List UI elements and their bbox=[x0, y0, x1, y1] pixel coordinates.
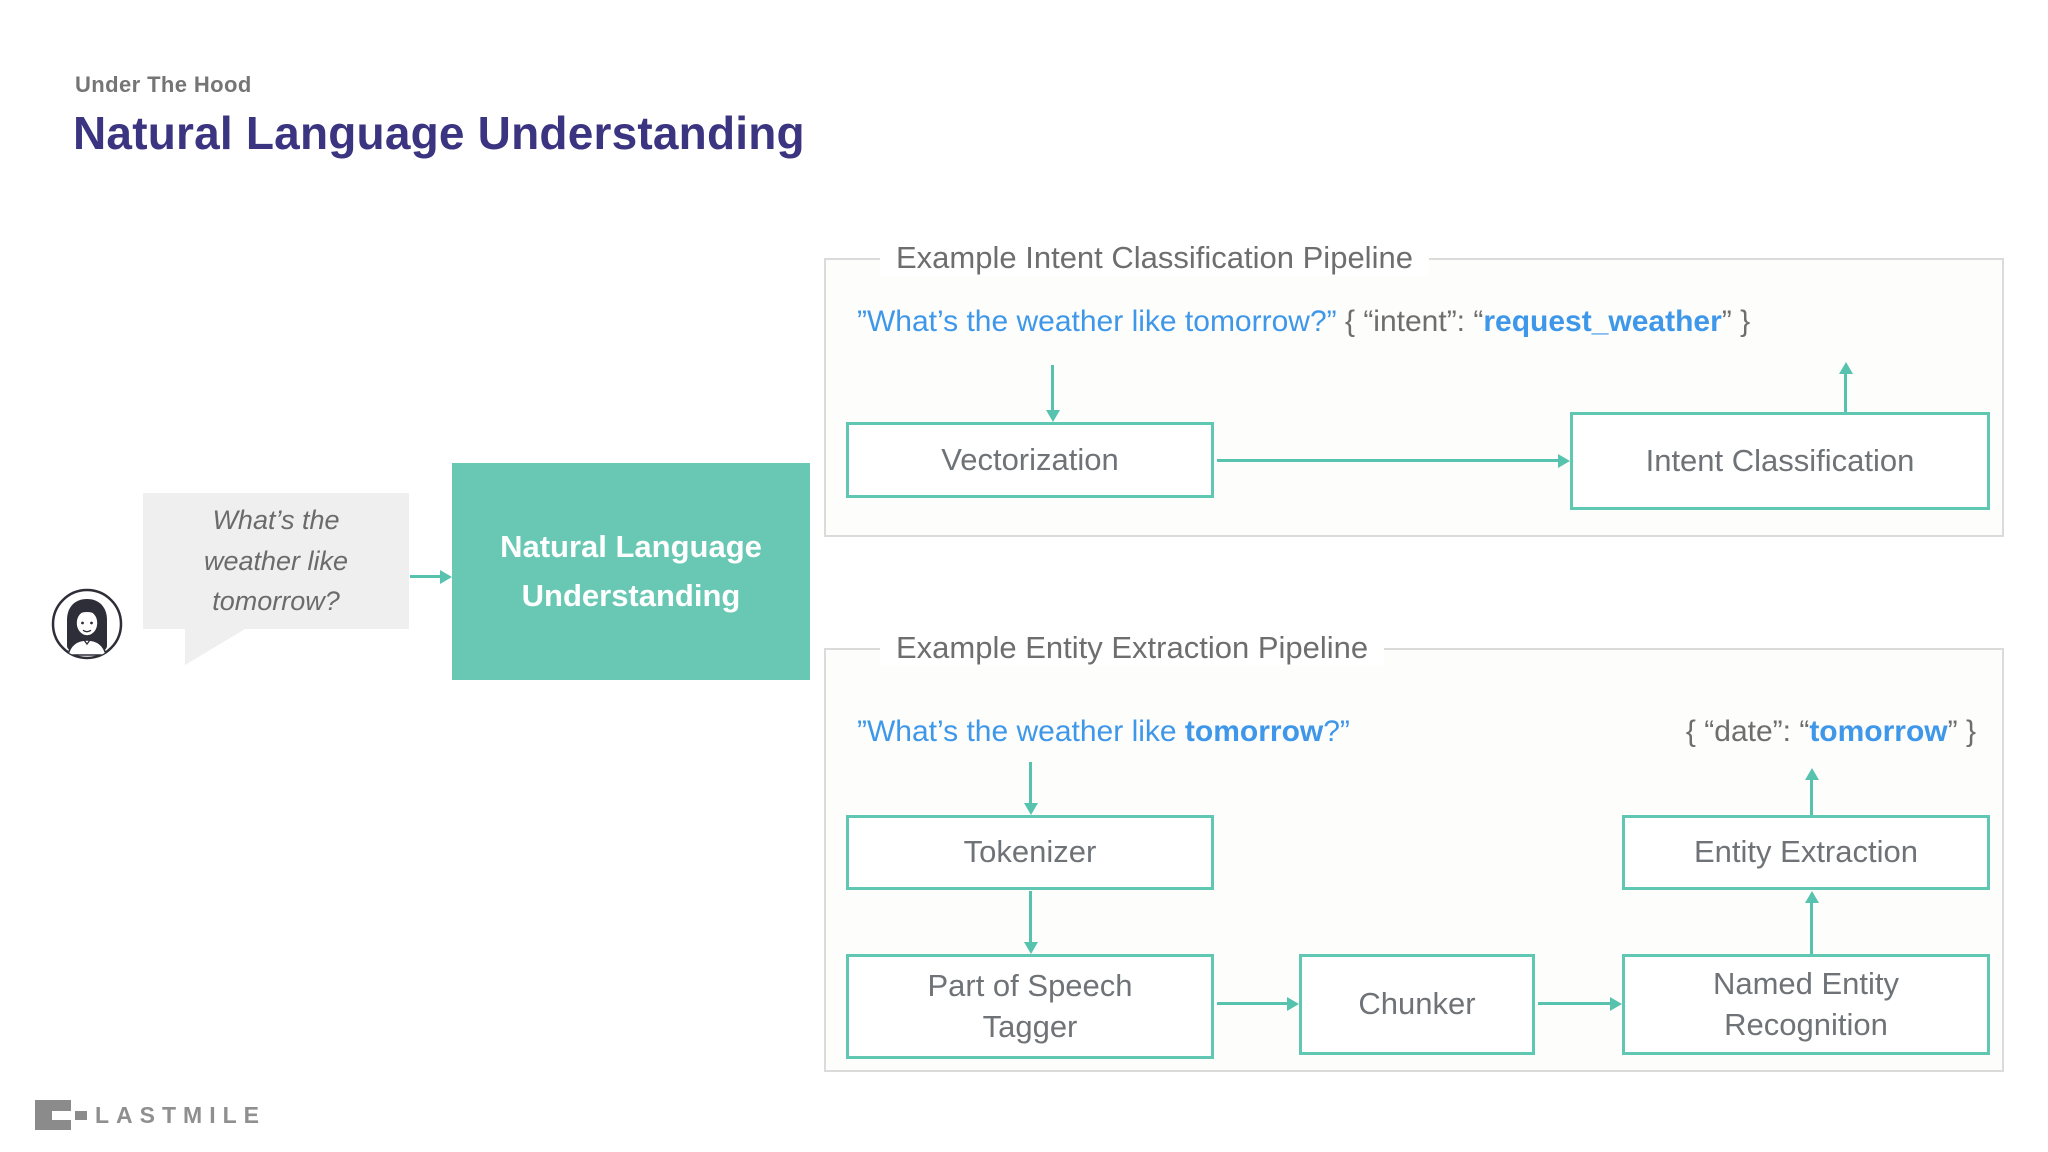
tokenizer-node: Tokenizer bbox=[846, 815, 1214, 890]
arrowhead-icon bbox=[1023, 942, 1038, 954]
bubble-line: tomorrow? bbox=[212, 586, 340, 617]
speech-bubble: What’s the weather like tomorrow? bbox=[143, 493, 409, 665]
nlu-box: Natural Language Understanding bbox=[452, 463, 810, 680]
arrowhead-icon bbox=[1804, 768, 1819, 780]
bubble-line: weather like bbox=[203, 545, 349, 576]
arrowhead-icon bbox=[1610, 996, 1622, 1011]
ner-node: Named Entity Recognition bbox=[1622, 954, 1990, 1055]
entity-pipeline-container: Example Entity Extraction Pipeline ”What… bbox=[824, 630, 2004, 1072]
chunker-label: Chunker bbox=[1358, 986, 1476, 1022]
intent-pipeline-title: Example Intent Classification Pipeline bbox=[880, 240, 1429, 276]
page-title: Natural Language Understanding bbox=[73, 107, 805, 159]
lastmile-logo-icon bbox=[35, 1100, 87, 1130]
arrowhead-icon bbox=[1287, 996, 1299, 1011]
lastmile-logo: LASTMILE bbox=[35, 1100, 266, 1130]
arrow-input-to-vectorization bbox=[1045, 365, 1060, 422]
vectorization-label: Vectorization bbox=[941, 441, 1119, 477]
arrow-tokenizer-to-pos bbox=[1023, 891, 1038, 954]
entity-example-output: { “date”: “tomorrow” } bbox=[1686, 714, 1976, 750]
arrow-bubble-to-nlu bbox=[410, 569, 452, 584]
arrowhead-icon bbox=[1558, 453, 1570, 468]
arrow-pos-to-chunker bbox=[1217, 996, 1299, 1011]
entity-output-prefix: { “date”: “ bbox=[1685, 715, 1810, 748]
arrowhead-icon bbox=[1045, 410, 1060, 422]
nlu-box-line: Natural Language bbox=[500, 529, 762, 565]
arrow-chunker-to-ner bbox=[1538, 996, 1622, 1011]
intent-classification-label: Intent Classification bbox=[1645, 442, 1915, 478]
entity-output-suffix: ” } bbox=[1947, 715, 1976, 748]
intent-input-text: ”What’s the weather like tomorrow?” bbox=[857, 305, 1337, 338]
nlu-box-line: Understanding bbox=[521, 577, 741, 613]
lastmile-logo-text: LASTMILE bbox=[95, 1101, 266, 1128]
entity-example-input: ”What’s the weather like tomorrow?” bbox=[857, 714, 1350, 750]
arrowhead-icon bbox=[1838, 362, 1853, 374]
entity-input-post: ?” bbox=[1323, 715, 1350, 748]
tokenizer-label: Tokenizer bbox=[963, 834, 1097, 870]
arrow-vectorization-to-intent bbox=[1217, 453, 1570, 468]
entity-output-value: tomorrow bbox=[1809, 715, 1948, 748]
intent-output-suffix: ” } bbox=[1721, 305, 1751, 338]
intent-output-value: request_weather bbox=[1483, 305, 1722, 338]
chunker-node: Chunker bbox=[1299, 954, 1535, 1055]
intent-output-prefix: { “intent”: “ bbox=[1336, 305, 1484, 338]
pos-tagger-label: Part of Speech Tagger bbox=[927, 968, 1133, 1044]
entity-extraction-node: Entity Extraction bbox=[1622, 815, 1990, 890]
arrowhead-icon bbox=[1023, 803, 1038, 815]
arrow-intent-to-output bbox=[1838, 362, 1853, 412]
eyebrow-label: Under The Hood bbox=[75, 72, 252, 97]
intent-example-line: ”What’s the weather like tomorrow?” { “i… bbox=[857, 304, 1750, 340]
speech-bubble-tail bbox=[185, 629, 245, 665]
arrow-ner-to-entity-extraction bbox=[1804, 891, 1819, 954]
vectorization-node: Vectorization bbox=[846, 422, 1214, 498]
arrow-input-to-tokenizer bbox=[1023, 762, 1038, 815]
intent-classification-node: Intent Classification bbox=[1570, 412, 1990, 510]
entity-input-pre: ”What’s the weather like bbox=[857, 715, 1185, 748]
bubble-line: What’s the bbox=[212, 505, 340, 536]
arrow-entity-extraction-to-output bbox=[1804, 768, 1819, 815]
entity-input-highlight: tomorrow bbox=[1184, 715, 1324, 748]
entity-extraction-label: Entity Extraction bbox=[1694, 834, 1918, 870]
arrowhead-icon bbox=[440, 569, 452, 584]
user-avatar-icon bbox=[51, 588, 123, 660]
pos-tagger-node: Part of Speech Tagger bbox=[846, 954, 1214, 1059]
arrowhead-icon bbox=[1804, 891, 1819, 903]
intent-pipeline-container: Example Intent Classification Pipeline ”… bbox=[824, 240, 2004, 537]
entity-pipeline-title: Example Entity Extraction Pipeline bbox=[880, 630, 1385, 666]
ner-label: Named Entity Recognition bbox=[1712, 966, 1900, 1042]
